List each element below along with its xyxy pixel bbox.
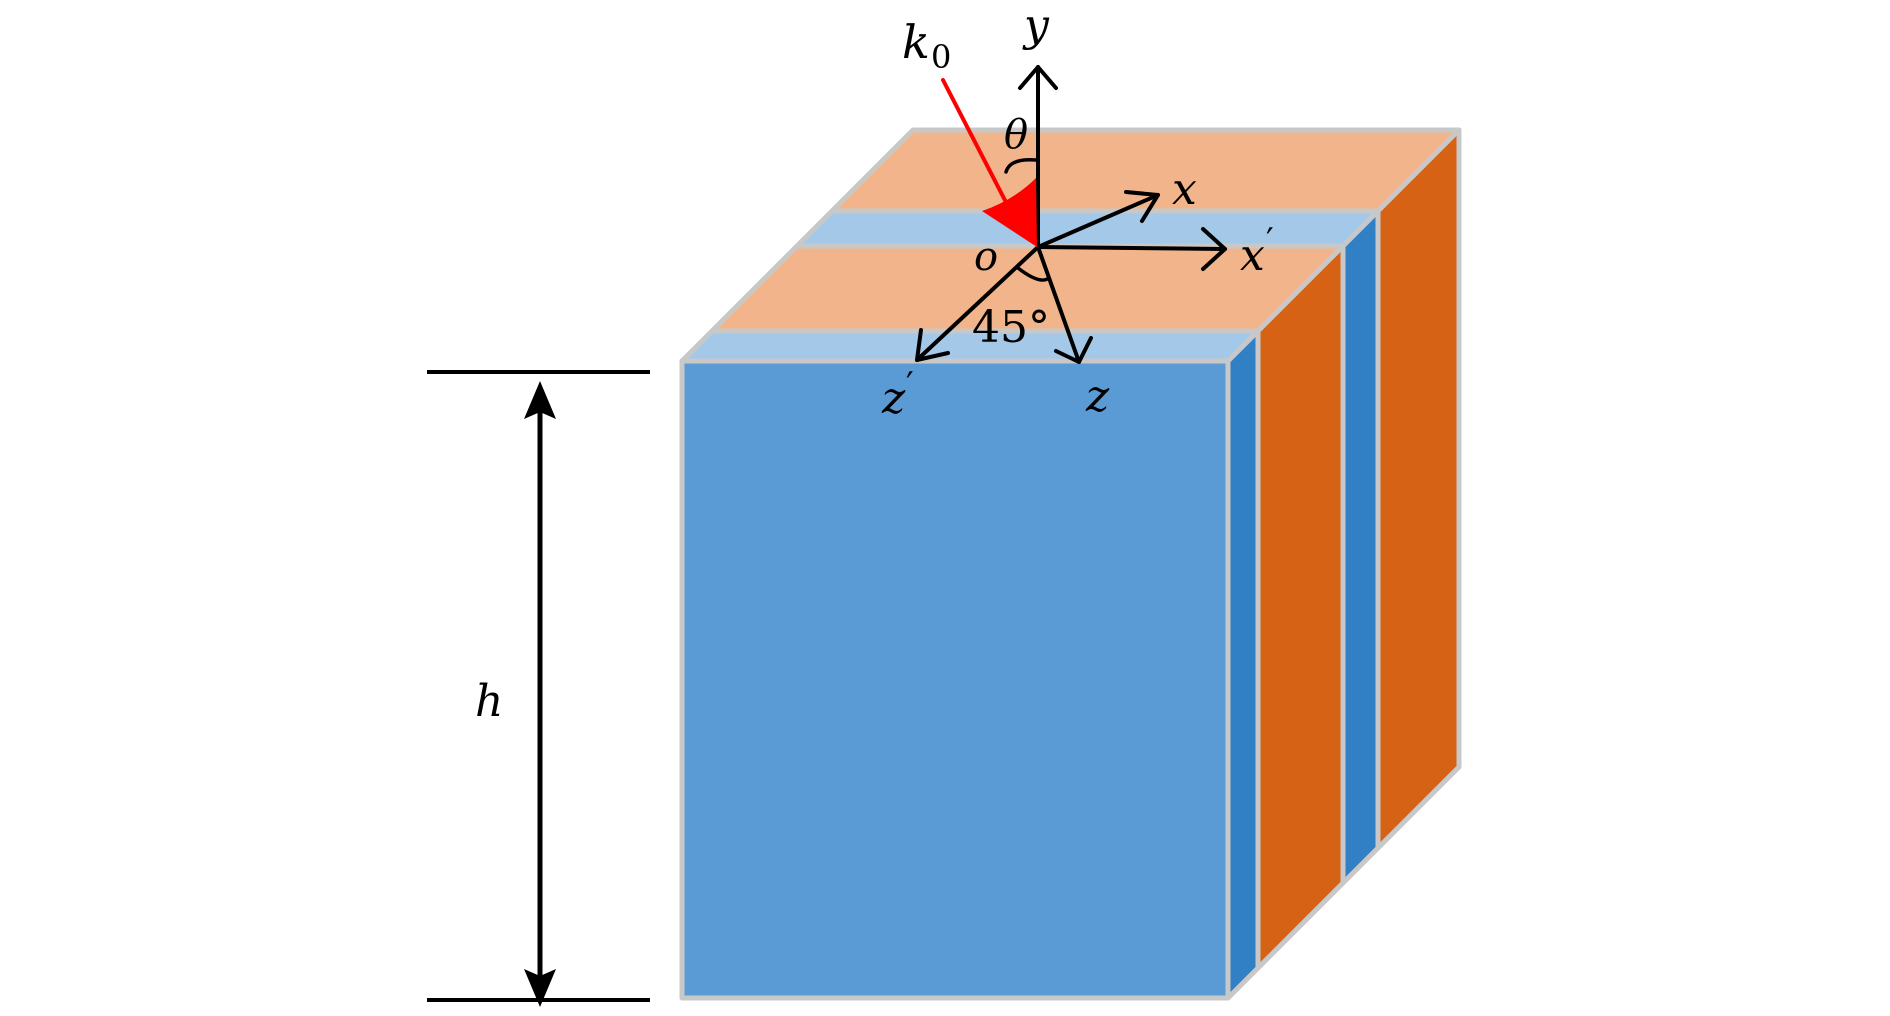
origin-label: o [974, 234, 998, 280]
x-axis-line [1036, 193, 1160, 249]
z-prime-axis-line [915, 245, 1040, 362]
theta-label: θ [1004, 112, 1028, 158]
z-prime-axis-label: z [881, 373, 906, 424]
height-arrow-up-icon [524, 381, 556, 419]
height-dimension: h [427, 370, 650, 1007]
labels: k 0 y θ x x ′ o 45° z ′ z [881, 0, 1274, 424]
x-prime-mark: ′ [1266, 221, 1274, 261]
y-axis-arrowhead-icon [1018, 65, 1058, 90]
layer-1-side-face [1225, 328, 1261, 1001]
x-axis-arrowhead-icon [1124, 190, 1160, 223]
front-face [679, 358, 1231, 1001]
axes [915, 65, 1227, 364]
layered-cube [679, 127, 1462, 1001]
x-prime-axis-line [1036, 245, 1227, 251]
k0-subscript: 0 [931, 38, 951, 76]
z-prime-axis-arrowhead-icon [915, 328, 950, 362]
theta-angle-arc [1004, 158, 1038, 174]
rotation-angle-arc [1016, 266, 1051, 282]
z-axis-line [1036, 245, 1081, 364]
layer-2-side-face [1255, 243, 1346, 971]
x-axis-label: x [1172, 164, 1197, 215]
incident-wave-arrowhead-icon [982, 178, 1037, 247]
layer-3-side-face [1340, 208, 1381, 886]
x-prime-axis-label: x [1240, 230, 1265, 281]
height-arrow-down-icon [524, 969, 556, 1007]
height-label: h [475, 676, 503, 727]
incident-wave-vector [941, 78, 1037, 247]
x-prime-axis-arrowhead-icon [1201, 227, 1227, 271]
y-axis-label: y [1022, 0, 1050, 51]
layer-3 [794, 208, 1381, 886]
incident-wave-line [941, 78, 1012, 212]
z-axis-arrowhead-icon [1054, 336, 1093, 364]
z-prime-mark: ′ [906, 365, 914, 405]
z-axis-label: z [1085, 371, 1110, 422]
layer-3-top-face [794, 208, 1381, 249]
k0-label: k [902, 15, 930, 69]
rotation-angle-label: 45° [972, 302, 1050, 353]
layer-1-top-face [679, 328, 1261, 364]
layer-4-side-face [1375, 127, 1462, 851]
